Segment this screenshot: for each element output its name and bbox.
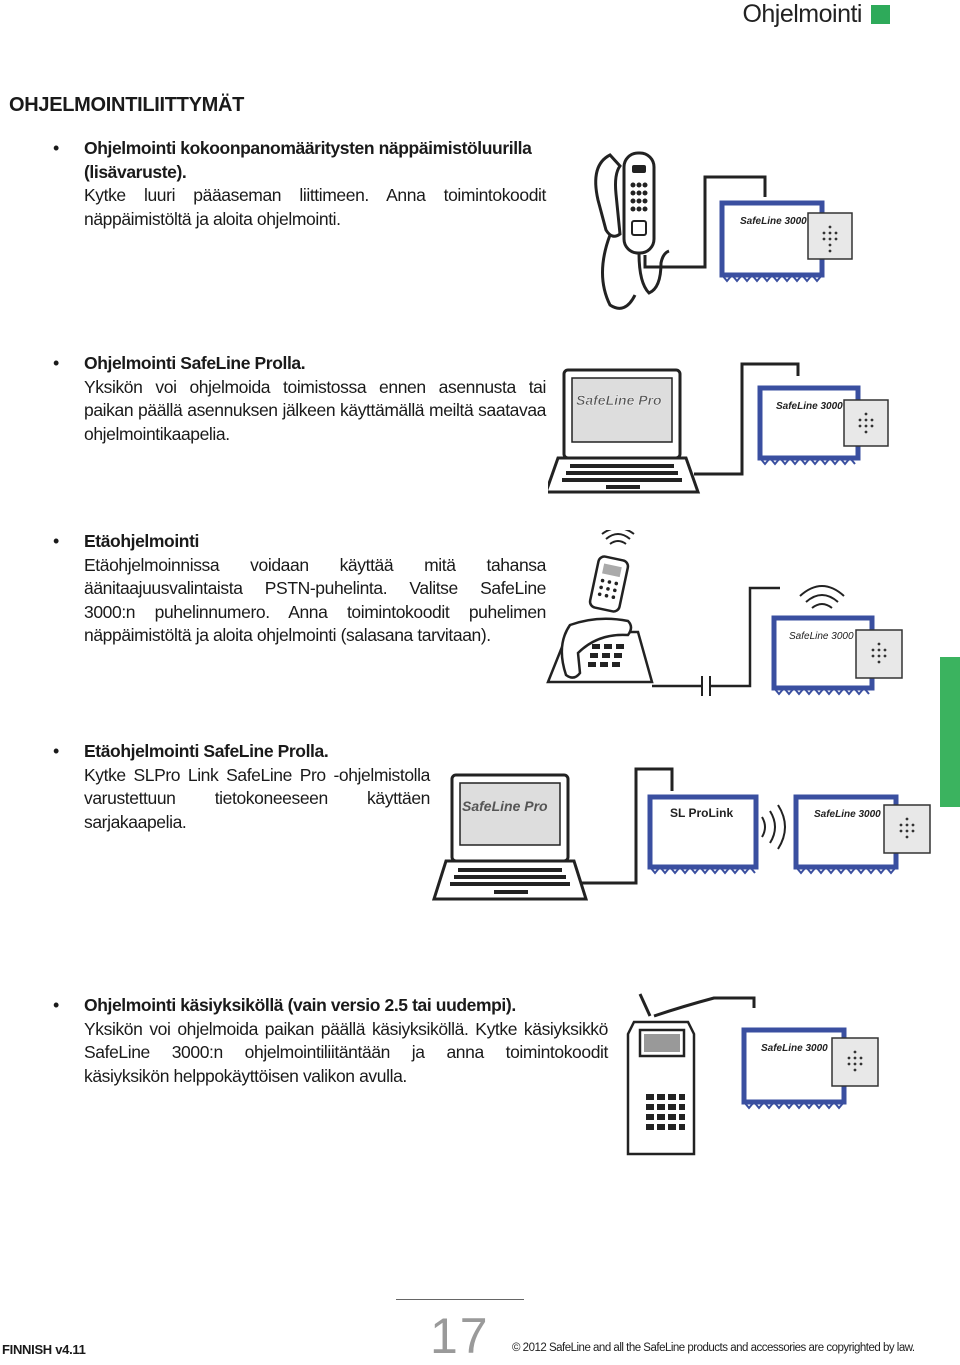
item-title: Ohjelmointi kokoonpanomääritysten näppäi… — [84, 138, 532, 182]
bullet-icon: • — [53, 353, 59, 373]
phone-line — [652, 586, 780, 688]
list-item: • Ohjelmointi SafeLine Prolla. Yksikön v… — [53, 352, 546, 446]
item-title: Etäohjelmointi — [84, 531, 199, 551]
sl-prolink-unit: SL ProLink — [647, 794, 759, 875]
line-break-symbol — [701, 676, 711, 696]
cable — [643, 175, 767, 269]
list-item: • Ohjelmointi kokoonpanomääritysten näpp… — [53, 137, 546, 231]
side-tab-marker — [940, 657, 960, 807]
section-heading: OHJELMOINTILIITTYMÄT — [9, 94, 245, 116]
footer-language-version: FINNISH v4.11 — [2, 1342, 86, 1357]
bullet-icon: • — [53, 995, 59, 1015]
unit-label: SafeLine 3000 — [789, 631, 854, 642]
item-body: Yksikön voi ohjelmoida toimistossa ennen… — [84, 376, 546, 444]
laptop-icon: SafeLine Pro — [432, 773, 589, 901]
wireless-signal-icon — [761, 804, 786, 850]
serial-cable — [582, 767, 674, 885]
item-title: Ohjelmointi käsiyksiköllä (vain versio 2… — [84, 995, 516, 1015]
prolink-label: SL ProLink — [670, 806, 733, 820]
page-header-title: Ohjelmointi — [742, 0, 862, 28]
item-body: Kytke SLPro Link SafeLine Pro -ohjelmist… — [84, 764, 430, 832]
item-body: Etäohjelmoinnissa voidaan käyttää mitä t… — [84, 554, 546, 646]
laptop-to-unit-illustration: SafeLine Pro SafeLine 3000 — [548, 362, 889, 494]
page-number: 17 — [430, 1308, 490, 1364]
safeline-3000-unit: SafeLine 3000 — [757, 385, 889, 466]
footer-divider — [396, 1299, 524, 1300]
bullet-icon: • — [53, 531, 59, 551]
header-accent-square — [871, 5, 890, 24]
list-item: • Etäohjelmointi SafeLine Prolla. Kytke … — [53, 740, 430, 834]
handheld-unit-icon — [626, 993, 696, 1156]
safeline-3000-unit: SafeLine 3000 — [719, 200, 853, 283]
mobile-phone-icon — [588, 530, 635, 613]
cable — [653, 996, 756, 1018]
list-item: • Etäohjelmointi Etäohjelmoinnissa voida… — [53, 530, 546, 648]
footer-copyright: © 2012 SafeLine and all the SafeLine pro… — [512, 1342, 915, 1354]
laptop-icon: SafeLine Pro — [548, 368, 701, 494]
safeline-3000-unit: SafeLine 3000 — [771, 585, 903, 696]
bullet-icon: • — [53, 741, 59, 761]
handheld-to-unit-illustration: SafeLine 3000 — [626, 993, 879, 1156]
handset-to-unit-illustration: SafeLine 3000 — [594, 151, 853, 310]
unit-label: SafeLine 3000 — [740, 216, 807, 227]
desk-phone-icon — [546, 617, 654, 684]
unit-label: SafeLine 3000 — [814, 809, 881, 820]
remote-phone-to-unit-illustration: SafeLine 3000 — [546, 530, 903, 696]
safeline-3000-unit: SafeLine 3000 — [741, 1027, 879, 1110]
item-title: Ohjelmointi SafeLine Prolla. — [84, 353, 306, 373]
item-body: Yksikön voi ohjelmoida paikan päällä käs… — [84, 1018, 608, 1086]
laptop-prolink-unit-illustration: SafeLine Pro SL ProLink SafeLine 3000 — [432, 767, 931, 901]
bullet-icon: • — [53, 138, 59, 158]
list-item: • Ohjelmointi käsiyksiköllä (vain versio… — [53, 994, 608, 1088]
cable — [694, 362, 800, 476]
laptop-screen-label: SafeLine Pro — [576, 392, 662, 408]
item-title: Etäohjelmointi SafeLine Prolla. — [84, 741, 329, 761]
item-body: Kytke luuri pääaseman liittimeen. Anna t… — [84, 185, 546, 229]
safeline-3000-unit: SafeLine 3000 — [793, 794, 931, 875]
unit-label: SafeLine 3000 — [776, 401, 843, 412]
laptop-screen-label: SafeLine Pro — [462, 798, 548, 814]
unit-label: SafeLine 3000 — [761, 1043, 828, 1054]
